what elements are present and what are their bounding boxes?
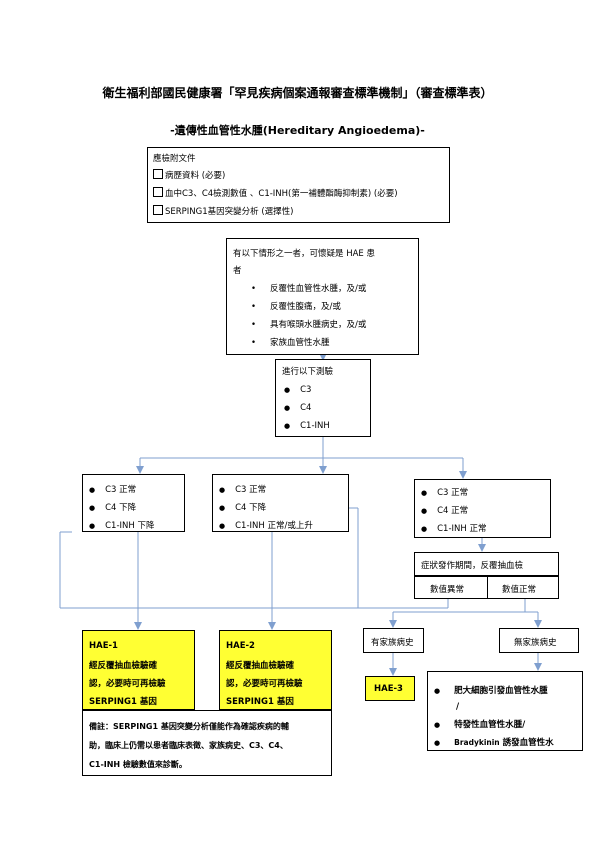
family-no-label: 無家族病史 bbox=[514, 638, 557, 648]
suspect-intro-line2: 者 bbox=[233, 266, 242, 276]
hae1-line2: 認，必要時可再檢驗 bbox=[89, 679, 166, 689]
test-item: C3 bbox=[284, 385, 311, 395]
other-line1: 肥大細胞引發血管性水腫 bbox=[434, 684, 548, 696]
bullet-icon bbox=[434, 686, 450, 696]
other-line1b: / bbox=[456, 702, 460, 712]
hae1-line1: 經反覆抽血檢驗確 bbox=[89, 661, 158, 671]
family-history-yes-box: 有家族病史 bbox=[363, 628, 424, 653]
hae3-title: HAE-3 bbox=[374, 684, 403, 694]
test-item: C1-INH bbox=[284, 421, 330, 431]
hae2-line1: 經反覆抽血檢驗確 bbox=[226, 661, 295, 671]
recheck-abnormal-label: 數值異常 bbox=[430, 585, 465, 595]
hae2-line2: 認，必要時可再檢驗 bbox=[226, 679, 303, 689]
document-item: 病歷資料 (必要) bbox=[153, 169, 225, 181]
hae3-result-box: HAE-3 bbox=[365, 676, 415, 701]
branch-item: C4 下降 bbox=[89, 501, 136, 513]
branch-normal-criteria: C3 正常 C4 正常 C1-INH 正常 bbox=[414, 479, 551, 538]
branch-item: C3 正常 bbox=[89, 483, 136, 495]
suspect-item: 具有喉頭水腫病史，及/或 bbox=[251, 318, 366, 330]
hae2-title: HAE-2 bbox=[226, 641, 255, 651]
branch-item: C4 下降 bbox=[219, 501, 266, 513]
recheck-abnormal-box: 數值異常 bbox=[414, 576, 488, 599]
recheck-normal-box: 數值正常 bbox=[487, 576, 559, 599]
branch-hae1-criteria: C3 正常 C4 下降 C1-INH 下降 bbox=[82, 474, 185, 532]
hae1-result-box: HAE-1 經反覆抽血檢驗確 認，必要時可再檢驗 SERPING1 基因 bbox=[82, 630, 195, 710]
checkbox-icon bbox=[153, 169, 163, 179]
branch-item: C1-INH 正常 bbox=[421, 522, 486, 534]
hae2-result-box: HAE-2 經反覆抽血檢驗確 認，必要時可再檢驗 SERPING1 基因 bbox=[219, 630, 332, 710]
suspect-item: 反覆性腹痛，及/或 bbox=[251, 300, 341, 312]
family-history-no-box: 無家族病史 bbox=[499, 628, 579, 653]
hae2-line3: SERPING1 基因 bbox=[226, 697, 294, 707]
branch-item: C1-INH 正常/或上升 bbox=[219, 519, 313, 531]
recheck-label-box: 症狀發作期間，反覆抽血檢 bbox=[414, 552, 559, 576]
checkbox-icon bbox=[153, 205, 163, 215]
document-item: 血中C3、C4檢測數值 、C1-INH(第一補體酯酶抑制素) (必要) bbox=[153, 187, 398, 199]
branch-item: C1-INH 下降 bbox=[89, 519, 154, 531]
note-line3: C1-INH 檢驗數值來診斷。 bbox=[89, 760, 187, 769]
branch-hae2-criteria: C3 正常 C4 下降 C1-INH 正常/或上升 bbox=[212, 474, 349, 532]
document-subtitle: -遺傳性血管性水腫(Hereditary Angioedema)- bbox=[170, 124, 425, 137]
note-box: 備註：SERPING1 基因突變分析僅能作為確認疾病的輔 助，臨床上仍需以患者臨… bbox=[82, 710, 332, 776]
family-yes-label: 有家族病史 bbox=[371, 638, 414, 648]
required-documents-box: 應檢附文件 病歷資料 (必要) 血中C3、C4檢測數值 、C1-INH(第一補體… bbox=[147, 147, 450, 223]
suspect-item: 家族血管性水腫 bbox=[251, 336, 330, 348]
document-title: 衛生福利部國民健康署「罕見疾病個案通報審查標準機制」（審查標準表） bbox=[102, 86, 493, 100]
recheck-normal-label: 數值正常 bbox=[502, 585, 537, 595]
recheck-label: 症狀發作期間，反覆抽血檢 bbox=[421, 561, 524, 571]
other-line3: Bradykinin 誘發血管性水 bbox=[434, 736, 554, 748]
hae1-line3: SERPING1 基因 bbox=[89, 697, 157, 707]
document-item: SERPING1基因突變分析 (選擇性) bbox=[153, 205, 294, 217]
checkbox-icon bbox=[153, 187, 163, 197]
bullet-icon bbox=[434, 738, 450, 748]
suspect-criteria-box: 有以下情形之一者，可懷疑是 HAE 患 者 反覆性血管性水腫，及/或 反覆性腹痛… bbox=[226, 238, 419, 355]
branch-item: C3 正常 bbox=[421, 486, 468, 498]
hae1-title: HAE-1 bbox=[89, 641, 118, 651]
note-line2: 助，臨床上仍需以患者臨床表徵、家族病史、C3、C4、 bbox=[89, 741, 288, 750]
other-line2: 特發性血管性水腫/ bbox=[434, 718, 525, 730]
tests-heading: 進行以下測驗 bbox=[282, 367, 334, 377]
tests-box: 進行以下測驗 C3 C4 C1-INH bbox=[275, 359, 371, 437]
other-angioedema-box: 肥大細胞引發血管性水腫 / 特發性血管性水腫/ Bradykinin 誘發血管性… bbox=[427, 671, 583, 751]
suspect-item: 反覆性血管性水腫，及/或 bbox=[251, 282, 366, 294]
branch-item: C4 正常 bbox=[421, 504, 468, 516]
documents-heading: 應檢附文件 bbox=[153, 154, 196, 164]
note-line1: 備註：SERPING1 基因突變分析僅能作為確認疾病的輔 bbox=[89, 722, 289, 731]
bullet-icon bbox=[434, 720, 450, 730]
suspect-intro-line1: 有以下情形之一者，可懷疑是 HAE 患 bbox=[233, 249, 375, 259]
branch-item: C3 正常 bbox=[219, 483, 266, 495]
test-item: C4 bbox=[284, 403, 311, 413]
